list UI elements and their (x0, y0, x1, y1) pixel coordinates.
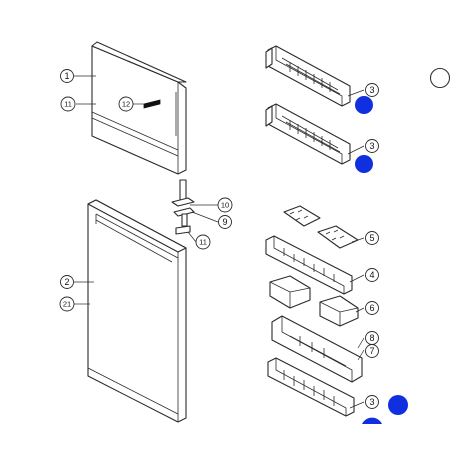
svg-text:8: 8 (369, 333, 374, 343)
svg-text:1: 1 (64, 71, 69, 81)
leader-lines (74, 75, 365, 409)
handle-mark (143, 99, 161, 109)
svg-text:2: 2 (64, 277, 69, 287)
callout-7: 7 (365, 344, 379, 358)
callout-8: 8 (365, 331, 379, 345)
callout-3-top: 3 (365, 83, 379, 97)
svg-text:3: 3 (369, 85, 374, 95)
callout-1: 1 (60, 69, 74, 83)
callout-10: 10 (217, 197, 233, 213)
callout-21: 21 (59, 296, 75, 312)
callout-9: 9 (218, 215, 232, 229)
door-bin-lower (271, 315, 363, 383)
upper-door (91, 41, 187, 175)
lower-door (87, 199, 187, 423)
center-hinge-assembly (171, 179, 195, 235)
empty-circle-marker (429, 67, 451, 89)
svg-text:5: 5 (369, 233, 374, 243)
callout-12: 12 (118, 96, 134, 112)
svg-text:11: 11 (199, 238, 207, 247)
callout-4: 4 (365, 268, 379, 282)
svg-text:7: 7 (369, 346, 374, 356)
blue-marker-1 (355, 96, 373, 114)
small-bins (269, 275, 359, 327)
blue-marker-4 (362, 417, 382, 424)
svg-text:21: 21 (63, 300, 71, 309)
door-bin-dairy (265, 235, 353, 295)
callout-6: 6 (365, 301, 379, 315)
svg-text:6: 6 (369, 303, 374, 313)
svg-text:3: 3 (369, 397, 374, 407)
svg-text:3: 3 (369, 141, 374, 151)
door-bin-top (265, 45, 351, 107)
blue-markers (355, 96, 408, 424)
door-bin-bottom (267, 357, 355, 417)
door-bin-middle (265, 103, 351, 165)
egg-trays (283, 205, 359, 249)
svg-text:12: 12 (122, 100, 130, 109)
svg-text:4: 4 (369, 270, 374, 280)
callout-11-hinge: 11 (195, 234, 211, 250)
svg-text:11: 11 (64, 100, 72, 109)
svg-text:9: 9 (222, 217, 227, 227)
callout-5: 5 (365, 231, 379, 245)
callout-3-bottom: 3 (365, 395, 379, 409)
callout-3-middle: 3 (365, 139, 379, 153)
blue-marker-3 (388, 395, 408, 415)
callout-2: 2 (60, 275, 74, 289)
blue-marker-2 (355, 155, 373, 173)
svg-text:10: 10 (221, 201, 229, 210)
callout-11-upper: 11 (60, 96, 76, 112)
